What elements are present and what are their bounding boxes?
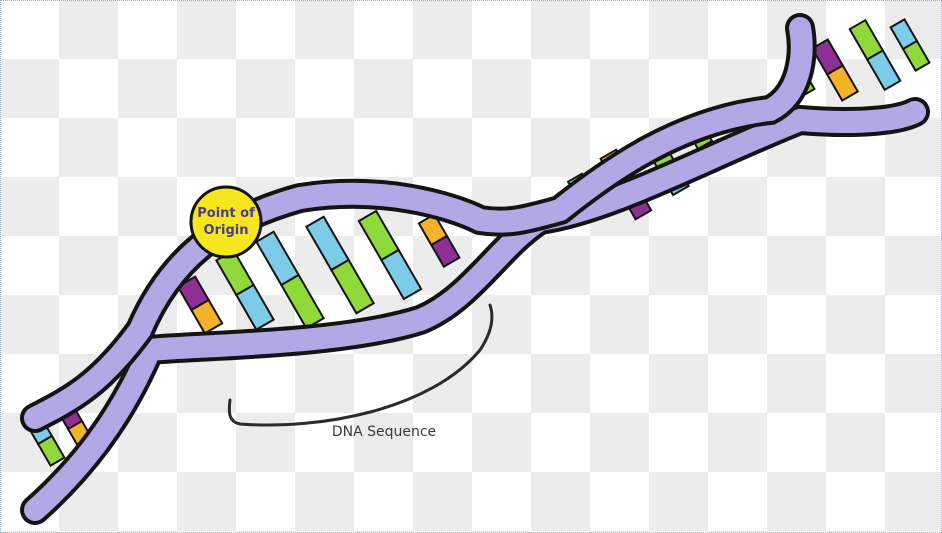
base-pair <box>178 277 222 334</box>
base-pair <box>216 250 273 329</box>
base-pair <box>812 40 858 101</box>
origin-label-line2: Origin <box>204 223 249 238</box>
backbone-strand-lower <box>35 112 915 510</box>
sequence-label: DNA Sequence <box>332 424 436 440</box>
base-pair <box>891 19 930 70</box>
base-pair <box>359 211 421 299</box>
origin-label-line1: Point of <box>197 206 255 221</box>
point-of-origin-marker: Point of Origin <box>191 187 261 257</box>
